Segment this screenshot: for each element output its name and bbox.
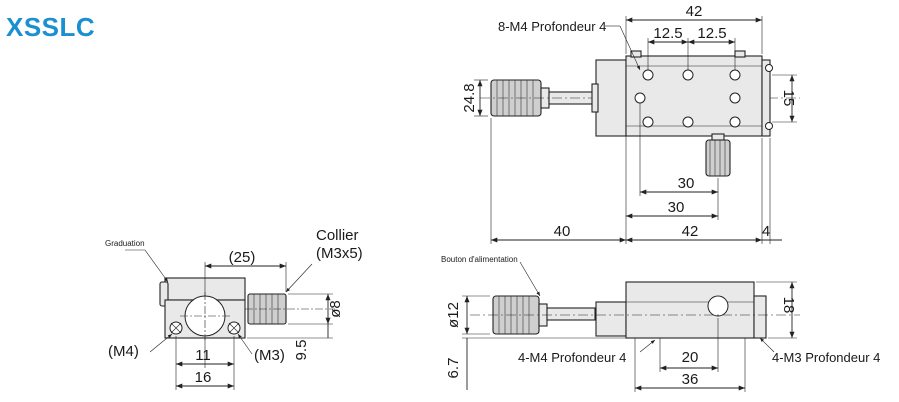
dim-dia-8: ø8 xyxy=(327,300,344,318)
dim-36: 36 xyxy=(682,371,699,388)
product-code-title: XSSLC xyxy=(6,12,96,42)
label-m4-holes: 4-M4 Profondeur 4 xyxy=(518,350,626,365)
dim-18: 18 xyxy=(780,297,797,314)
dim-42-bottom: 42 xyxy=(682,223,699,240)
dim-25: (25) xyxy=(229,249,256,266)
label-holes: 8-M4 Profondeur 4 xyxy=(498,19,606,34)
label-graduation: Graduation xyxy=(105,239,145,248)
dim-42-top: 42 xyxy=(686,3,703,20)
dim-30-a: 30 xyxy=(678,175,695,192)
dim-11: 11 xyxy=(195,347,211,364)
dim-30-b: 30 xyxy=(668,199,685,216)
dim-6-7: 6.7 xyxy=(445,358,462,379)
label-feed-knob: Bouton d'alimentation xyxy=(441,255,518,264)
dim-24-8: 24.8 xyxy=(461,83,478,112)
dim-40: 40 xyxy=(554,223,571,240)
label-m3-holes: 4-M3 Profondeur 4 xyxy=(772,350,880,365)
dim-4: 4 xyxy=(762,223,770,240)
front-view xyxy=(462,261,800,392)
top-view xyxy=(474,16,800,244)
dim-dia-12: ø12 xyxy=(445,302,462,328)
dim-pitch-left: 12.5 xyxy=(653,25,682,42)
label-m3: (M3) xyxy=(254,347,285,364)
dim-20: 20 xyxy=(682,349,699,366)
dim-9-5: 9.5 xyxy=(293,340,310,361)
dim-15: 15 xyxy=(780,90,797,107)
label-collar: Collier xyxy=(316,227,359,244)
dim-pitch-right: 12.5 xyxy=(697,25,726,42)
top-holes xyxy=(634,69,741,128)
dim-16: 16 xyxy=(195,369,212,386)
side-view xyxy=(125,249,335,390)
label-collar-size: (M3x5) xyxy=(316,245,363,262)
label-m4: (M4) xyxy=(108,343,139,360)
